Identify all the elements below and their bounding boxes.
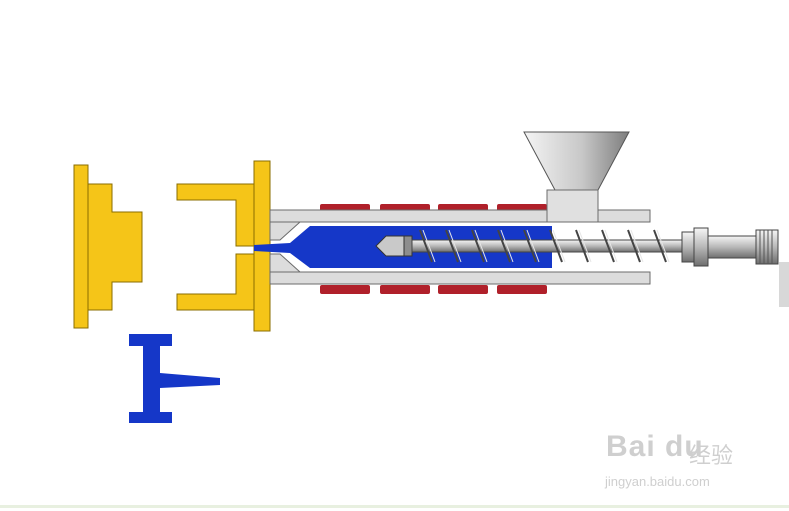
watermark-brand: Bai du — [606, 430, 704, 463]
edge-strip — [779, 262, 789, 307]
watermark-url: jingyan.baidu.com — [605, 474, 710, 489]
fixed-mold-half-icon — [73, 164, 143, 329]
hopper-icon — [523, 131, 630, 223]
molded-part-icon — [129, 334, 220, 423]
bottom-divider — [0, 505, 789, 508]
watermark-cn: 经验 — [689, 444, 734, 469]
screw-icon — [375, 227, 779, 267]
